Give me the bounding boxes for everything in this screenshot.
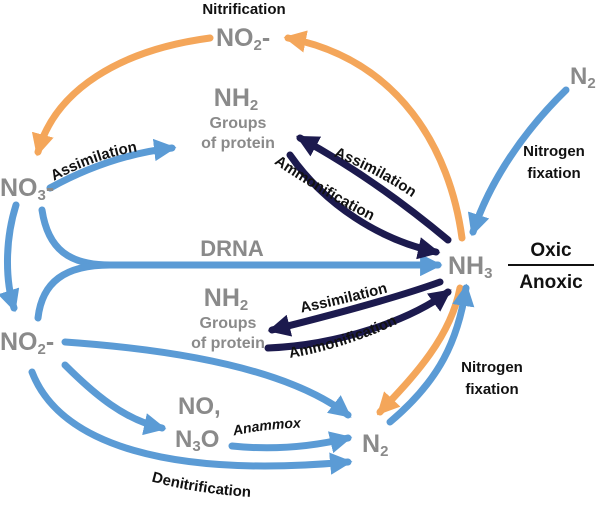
node-no2-left: NO2- [0, 328, 54, 358]
label-assimilation-left: Assimilation [48, 138, 138, 184]
label-oxic: Oxic [530, 240, 572, 261]
node-no2-top: NO2- [216, 24, 270, 54]
label-anammox: Anammox [230, 415, 302, 439]
denitrification-arrow [28, 368, 353, 475]
label-nitrification: Nitrification [202, 1, 285, 18]
ammonification-arrow-nh2-to-nh3-lower [264, 288, 452, 352]
node-nh2-top: NH2 [214, 84, 258, 114]
node-n3o: N3O [175, 426, 219, 455]
node-nh2-bottom-line2: of protein [191, 335, 265, 352]
node-nh3: NH3 [448, 252, 492, 282]
nitrogen-fixation-arrow-n2-to-nh3 [467, 86, 570, 237]
anammox-arrow [228, 431, 353, 454]
assimilation-arrow-nh3-to-nh2-upper [296, 134, 452, 244]
label-drna: DRNA [200, 236, 264, 261]
node-nh2-top-line2: of protein [201, 135, 275, 152]
label-nitrogen-fixation-upper-2: fixation [527, 165, 580, 182]
label-nitrogen-fixation-lower-1: Nitrogen [461, 359, 523, 376]
node-n2-top-right: N2 [570, 63, 596, 92]
label-nitrogen-fixation-upper-1: Nitrogen [523, 143, 585, 160]
ammonification-arrow-nh2-to-nh3-upper [286, 151, 441, 260]
arrow-no3-to-no2 [0, 201, 20, 313]
drna-arrow-branch-no3 [38, 206, 114, 269]
node-no3: NO3- [0, 174, 54, 204]
arrow-no2-to-n2 [61, 338, 352, 419]
node-n2-bottom: N2 [362, 430, 388, 460]
nitrification-arrow-no2-to-no3 [31, 34, 214, 157]
node-no-line1: NO, [178, 393, 221, 420]
drna-arrow-branch-no2 [34, 261, 114, 322]
assimilation-arrow-no3-to-nh2 [46, 138, 177, 192]
node-nh2-top-line1: Groups [210, 115, 267, 132]
label-anoxic: Anoxic [519, 272, 583, 293]
nitrogen-fixation-arrow-n2-to-nh3-lower [386, 283, 475, 426]
node-nh2-bottom: NH2 [204, 284, 248, 314]
nitrification-arrow-nh3-to-no2 [283, 30, 466, 242]
node-nh2-bottom-line1: Groups [200, 315, 257, 332]
assimilation-arrow-nh3-to-nh2-lower [267, 278, 444, 337]
label-denitrification: Denitrification [150, 469, 251, 501]
label-nitrogen-fixation-lower-2: fixation [465, 381, 518, 398]
arrow-no2-to-no-n3o [61, 361, 167, 436]
